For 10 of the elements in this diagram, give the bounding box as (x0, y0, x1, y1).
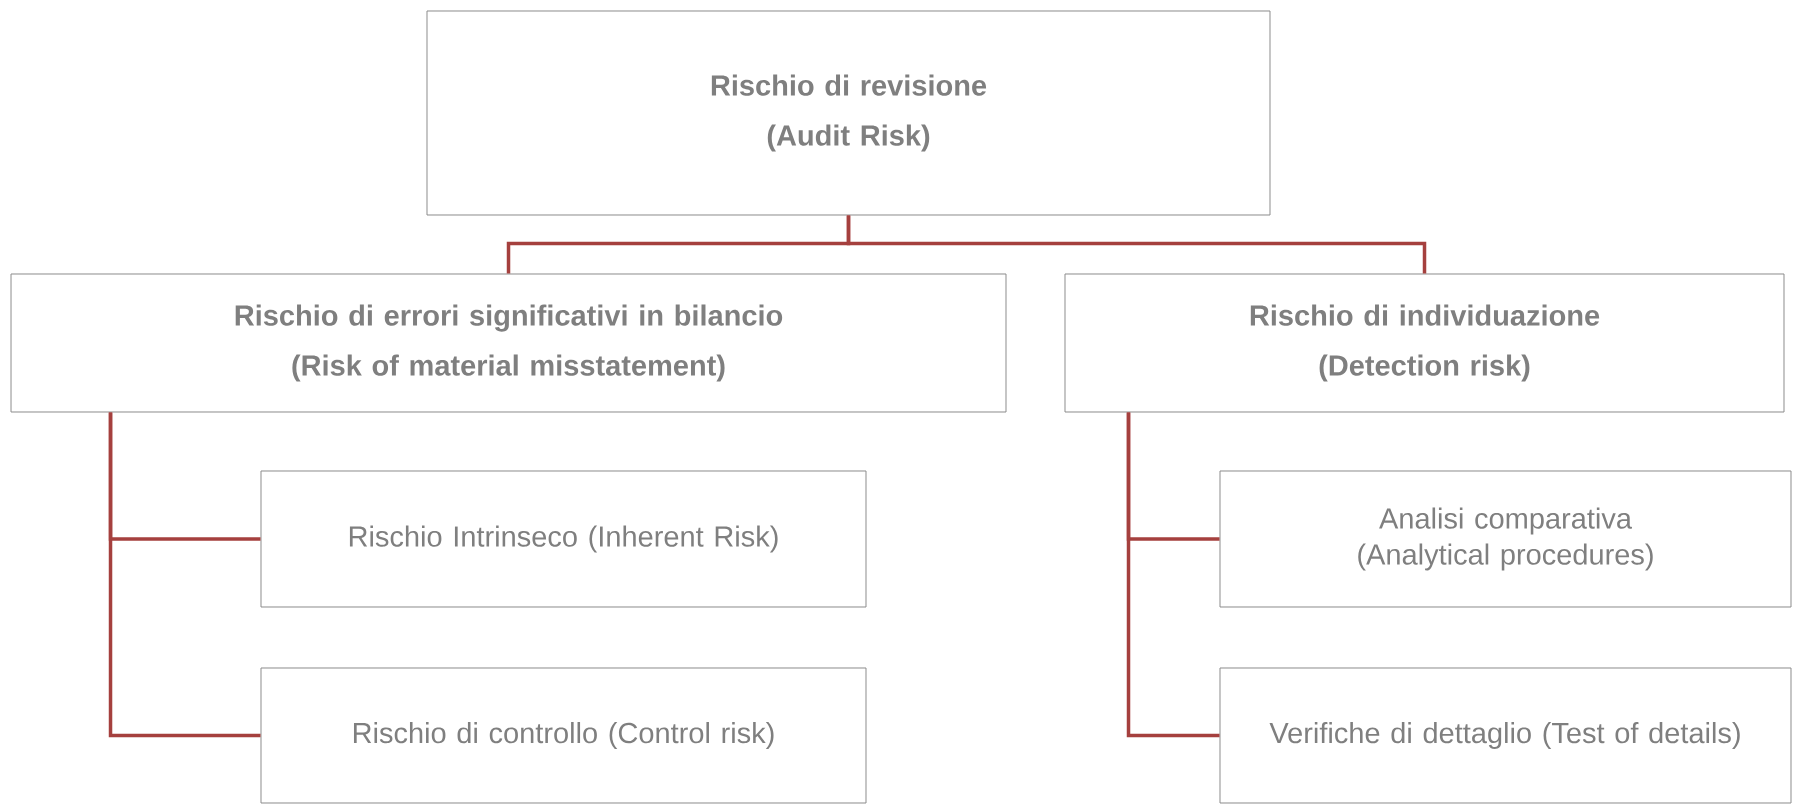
item-box: Analisi comparativa (Analytical procedures) (1219, 470, 1792, 608)
item-box: Rischio di controllo (Control risk) (260, 667, 867, 804)
item-box: Verifiche di dettaglio (Test of details) (1219, 667, 1792, 804)
category-box: Rischio di errori significativi in bilancio (Risk of material misstatement) (10, 273, 1007, 413)
connector-line (108, 412, 261, 738)
item-box: Rischio Intrinseco (Inherent Risk) (260, 470, 867, 608)
heading-box: Rischio di revisione (Audit Risk) (426, 10, 1271, 216)
connector-line (1126, 412, 1220, 738)
connector-line (846, 215, 1427, 274)
category-box: Rischio di individuazione (Detection risk) (1064, 273, 1785, 413)
